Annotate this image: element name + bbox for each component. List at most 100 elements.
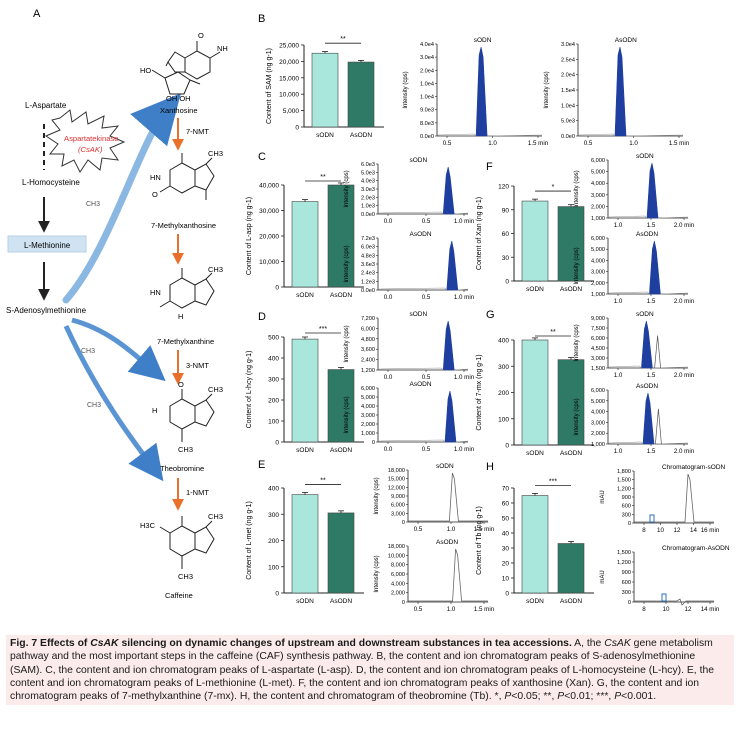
x-tick-label: AsODN	[350, 132, 372, 139]
y-tick-label: 7,500	[591, 326, 605, 332]
y-tick-label: 200	[268, 538, 279, 545]
y-tick-label: 4.8e3	[361, 253, 375, 259]
x-tick-label: sODN	[526, 598, 544, 605]
y-tick-label: 3,000	[361, 413, 375, 419]
y-tick-label: 50	[502, 516, 510, 523]
highlight-box	[661, 593, 667, 602]
y-tick-label: 4,000	[391, 581, 405, 587]
chromatogram-y-label: Intensity (cps)	[344, 325, 350, 362]
x-tick-label: sODN	[526, 286, 544, 293]
chromatogram-y-label: Intensity (cps)	[544, 71, 550, 108]
peak-fill	[646, 162, 659, 219]
y-tick-label: 3,600	[361, 347, 375, 353]
x-tick-label: 12	[685, 606, 692, 613]
x-tick-label: sODN	[296, 292, 314, 299]
label-7-methylxanthine: 7-Methylxanthine	[157, 337, 214, 346]
y-tick-label: 2.4e3	[361, 271, 375, 277]
y-tick-label: 120	[498, 184, 509, 191]
atom-o-7mxo: O	[152, 190, 158, 199]
x-tick-label: 1.5 min	[669, 140, 690, 147]
x-tick-label: 0.5	[584, 140, 593, 147]
y-tick-label: 1,200	[617, 486, 631, 492]
y-tick-label: 3.0e3	[361, 187, 375, 193]
significance-marker: **	[320, 478, 326, 485]
x-tick-label: sODN	[316, 132, 334, 139]
y-tick-label: 7,200	[361, 316, 375, 322]
panel-label-g: G	[486, 309, 495, 321]
y-axis-label: Content of L-met (ng g-1)	[246, 501, 253, 580]
enzyme-abbrev: (CsAK)	[78, 145, 103, 154]
y-tick-label: 20,000	[279, 59, 299, 66]
y-tick-label: 2,000	[361, 422, 375, 428]
y-tick-label: 60	[502, 231, 510, 238]
y-tick-label: 9,000	[391, 494, 405, 500]
y-tick-label: 20	[502, 561, 510, 568]
atom-ohoh-xan: OH OH	[166, 94, 191, 103]
chromatogram-title: AsODN	[615, 37, 637, 44]
y-tick-label: 1,200	[617, 560, 631, 566]
y-tick-label: 300	[622, 590, 631, 596]
chromatogram-y-label: Intensity (cps)	[344, 170, 350, 207]
y-tick-label: 3.6e3	[361, 262, 375, 268]
y-tick-label: 4,500	[591, 346, 605, 352]
y-tick-label: 6,000	[391, 503, 405, 509]
y-tick-label: 300	[498, 364, 509, 371]
y-tick-label: 8.0e3	[420, 121, 434, 127]
peak-fill	[442, 320, 455, 371]
atom-o-xan: O	[198, 31, 204, 40]
y-tick-label: 2,400	[361, 358, 375, 364]
y-tick-label: 1,000	[591, 292, 605, 298]
y-tick-label: 0	[275, 285, 279, 292]
y-tick-label: 30	[502, 255, 510, 262]
significance-marker: **	[340, 36, 346, 43]
x-tick-label: 10	[657, 527, 664, 534]
bar-asodn	[347, 61, 375, 128]
y-tick-label: 40,000	[259, 183, 279, 190]
atom-o-tb: O	[178, 380, 184, 389]
x-tick-label: 2.0 min	[674, 372, 695, 379]
y-tick-label: 12,000	[388, 485, 405, 491]
caption-p-2: P	[557, 691, 565, 703]
x-tick-label: AsODN	[330, 292, 352, 299]
y-tick-label: 2.0e3	[361, 195, 375, 201]
y-tick-label: 400	[268, 356, 279, 363]
x-tick-label: 0.5	[443, 140, 452, 147]
y-tick-label: 0	[402, 520, 405, 526]
y-tick-label: 3.0e4	[561, 42, 575, 48]
peak-fill	[446, 240, 459, 291]
chromatogram-title: sODN	[410, 311, 428, 318]
trace-line	[634, 598, 714, 606]
caption-title-pre: Effects of	[40, 638, 91, 649]
enzyme-name: Aspartatekinase	[64, 134, 118, 143]
caption-sig-1b: <0.05;	[511, 691, 544, 703]
chromatogram-y-label: mAU	[600, 570, 606, 583]
chromatogram-y-label: Intensity (cps)	[374, 477, 380, 514]
y-tick-label: 2,000	[591, 204, 605, 210]
y-tick-label: 2,000	[391, 591, 405, 597]
y-axis-label: Content of Tb (ng g-1)	[476, 506, 483, 575]
y-tick-label: 0.0e0	[561, 134, 575, 140]
label-xanthosine: Xanthosine	[160, 106, 198, 115]
caption-sig-2: **,	[543, 691, 558, 703]
x-tick-label: 1.5	[647, 372, 656, 379]
y-axis-label: Content of Xan (ng g-1)	[476, 197, 483, 270]
atom-ch3-tb-1: CH3	[208, 385, 223, 394]
bar-sodn	[291, 338, 319, 443]
enzyme-3nmt: 3-NMT	[186, 361, 209, 370]
significance-marker: ***	[319, 326, 327, 333]
caption-title-post: silencing on dynamic changes of upstream…	[118, 638, 572, 649]
x-tick-label: 16 min	[701, 527, 720, 534]
chromatogram-y-label: Intensity (cps)	[574, 398, 580, 435]
atom-ch3-tb-2: CH3	[178, 445, 193, 454]
chromatogram-title: AsODN	[410, 231, 432, 238]
y-tick-label: 300	[622, 512, 631, 518]
y-tick-label: 600	[622, 504, 631, 510]
y-tick-label: 0	[628, 600, 631, 606]
y-tick-label: 8,000	[391, 563, 405, 569]
peak-fill	[614, 46, 627, 137]
chromatogram-title: sODN	[636, 153, 654, 160]
trace-line	[408, 548, 488, 602]
